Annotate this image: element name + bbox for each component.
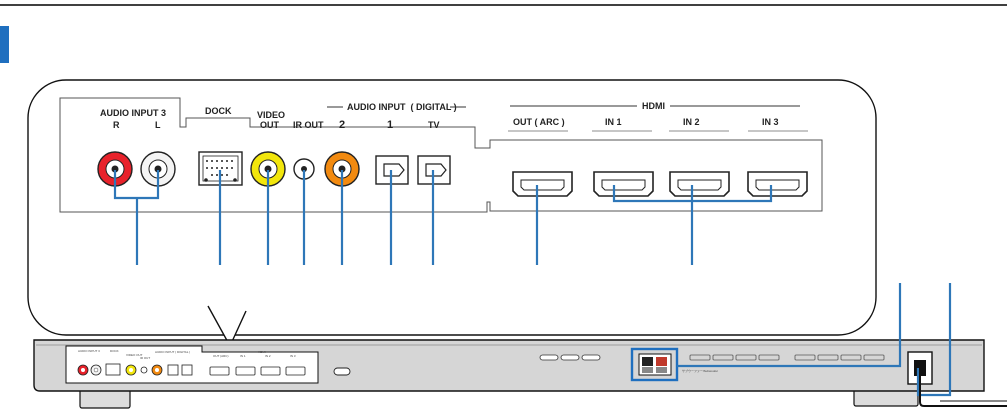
zoom-bubble <box>27 79 877 336</box>
power-cord <box>919 368 1007 407</box>
hdmi-in2-port[interactable] <box>669 171 730 197</box>
audio-l-jack[interactable] <box>140 151 176 187</box>
label-audio-input3: AUDIO INPUT 3 <box>100 108 166 118</box>
mini-hdmi-in3-port <box>285 366 306 376</box>
label-hdmi-in1: IN 1 <box>605 117 622 127</box>
audio-r-jack[interactable] <box>97 151 133 187</box>
label-dock: DOCK <box>205 106 232 116</box>
bar-label-hdmi-in3: IN 3 <box>290 354 296 358</box>
label-audio-l: L <box>155 120 161 130</box>
panel-outline <box>59 97 823 213</box>
vent-cluster-1 <box>539 354 601 361</box>
mini-dock-port <box>105 363 121 376</box>
bar-label-ir-out: IR OUT <box>140 356 150 360</box>
label-hdmi-in3: IN 3 <box>762 117 779 127</box>
bar-label-hdmi-in2: IN 2 <box>265 354 271 358</box>
label-hdmi: HDMI <box>642 101 665 111</box>
label-digital-2: 2 <box>339 119 345 131</box>
grille-slots <box>689 354 885 361</box>
label-ir-out: IR OUT <box>293 120 324 130</box>
mini-digital-1-port <box>167 364 179 376</box>
hdmi-in3-port[interactable] <box>747 171 808 197</box>
hdmi-in1-port[interactable] <box>593 171 654 197</box>
bar-label-dock: DOCK <box>110 349 119 353</box>
label-hdmi-in2: IN 2 <box>683 117 700 127</box>
mini-hdmi-out-port <box>209 366 230 376</box>
vent-slot <box>333 367 351 376</box>
mini-digital-tv-port <box>181 364 193 376</box>
bar-label-hdmi: HDMI <box>258 350 266 354</box>
label-hdmi-out: OUT ( ARC ) <box>513 117 565 127</box>
label-audio-digital: AUDIO INPUT ( DIGITAL ) <box>347 102 457 112</box>
bar-mini-panel: AUDIO INPUT 3 DOCK VIDEO OUT IR OUT AUDI… <box>65 345 319 384</box>
mini-hdmi-in1-port <box>235 366 256 376</box>
callout-lines <box>113 170 773 265</box>
video-out-jack[interactable] <box>250 151 286 187</box>
bar-label-audio-input3: AUDIO INPUT 3 <box>78 349 100 353</box>
label-audio-r: R <box>113 120 120 130</box>
mini-ir-out-jack <box>140 366 148 374</box>
callout-audio-input3 <box>113 170 160 265</box>
mini-hdmi-in2-port <box>260 366 281 376</box>
bar-label-hdmi-in1: IN 1 <box>240 354 246 358</box>
subwoofer-terminal-box <box>630 347 679 382</box>
callout-subwoofer-terminal <box>677 283 902 368</box>
label-digital-1: 1 <box>387 119 393 131</box>
section-marker <box>0 26 9 63</box>
bar-label-audio-digital: AUDIO INPUT ( DIGITAL ) <box>155 350 190 354</box>
callout-power-inlet <box>916 283 952 397</box>
bar-label-video-out: VIDEO OUT <box>126 353 143 357</box>
hdmi-out-arc-port[interactable] <box>512 171 573 197</box>
label-digital-tv: TV <box>428 120 440 130</box>
bar-label-speaker-note: サブウーファー/Subwoofer <box>682 368 718 373</box>
label-video-out-1: VIDEO <box>257 110 285 120</box>
bar-label-hdmi-out: OUT (ARC) <box>213 354 228 358</box>
callout-hdmi-in <box>612 185 773 265</box>
label-video-out-2: OUT <box>260 120 280 130</box>
digital-2-coaxial-jack[interactable] <box>324 151 360 187</box>
callout-lines-bar <box>677 283 952 397</box>
